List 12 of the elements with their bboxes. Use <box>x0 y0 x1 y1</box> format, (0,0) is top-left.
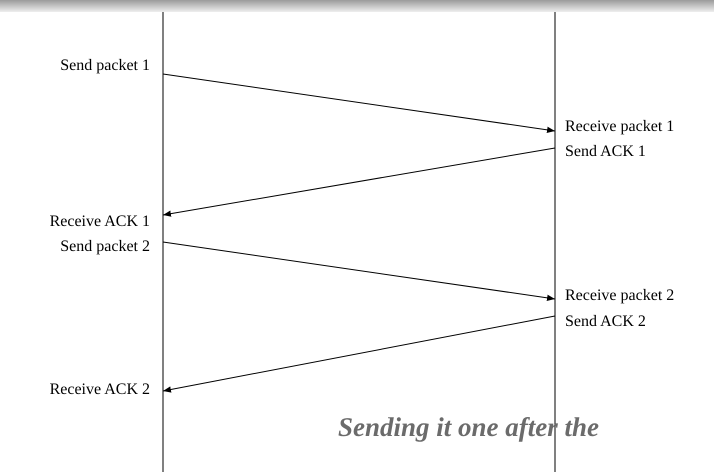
message-arrow <box>162 316 556 393</box>
event-label: Send ACK 1 <box>555 142 714 162</box>
event-label: Receive ACK 1 <box>0 212 163 232</box>
event-label: Receive packet 1 <box>555 117 714 137</box>
message-arrow <box>162 242 556 302</box>
event-label: Send ACK 2 <box>555 312 714 332</box>
event-label: Receive packet 2 <box>555 286 714 306</box>
event-label: Receive ACK 2 <box>0 380 163 400</box>
message-arrow <box>162 74 556 134</box>
message-arrow <box>162 148 556 217</box>
event-label: Send packet 2 <box>0 237 163 257</box>
event-label: Send packet 1 <box>0 56 163 76</box>
